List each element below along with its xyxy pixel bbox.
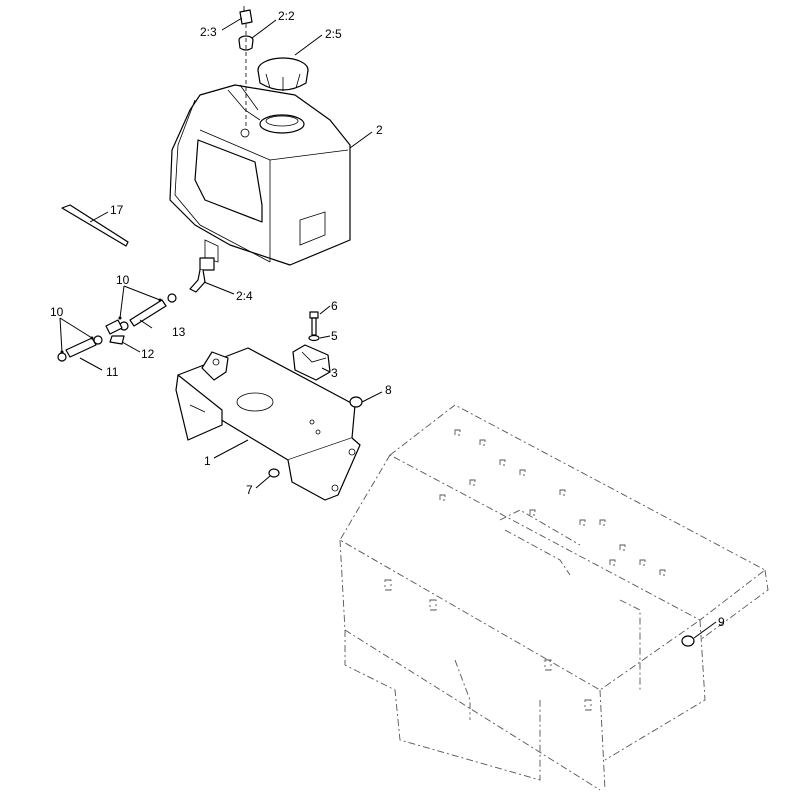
callout-11: 11 [106, 365, 119, 379]
callout-5: 5 [331, 329, 338, 343]
frame-phantom [339, 404, 769, 791]
callout-13: 13 [172, 325, 186, 339]
callout-10-lower: 10 [50, 305, 64, 319]
elbow-fitting [189, 257, 215, 293]
mount-clamp-left [201, 351, 229, 381]
callout-12: 12 [141, 347, 155, 361]
callout-9: 9 [718, 615, 725, 629]
grommet [349, 396, 363, 408]
callout-2-3: 2:3 [200, 25, 217, 39]
callout-6: 6 [331, 299, 338, 313]
washer [308, 334, 320, 342]
callout-17: 17 [110, 203, 124, 217]
tank-cap [257, 57, 309, 91]
vent-fitting [238, 6, 254, 130]
leader-lines [59, 17, 717, 639]
callout-2-2: 2:2 [278, 9, 295, 23]
callout-2-5: 2:5 [325, 27, 342, 41]
fuel-tank [169, 84, 351, 266]
callout-8: 8 [385, 383, 392, 397]
bolt [309, 311, 319, 336]
nut [268, 468, 280, 478]
callout-2: 2 [376, 123, 383, 137]
fuel-line [57, 293, 177, 362]
tank-bracket [175, 347, 361, 501]
cable-tie [61, 204, 129, 247]
callout-1: 1 [204, 454, 211, 468]
nut-9 [681, 635, 695, 647]
callout-2-4: 2:4 [236, 289, 253, 303]
callout-7: 7 [246, 483, 253, 497]
callout-3: 3 [331, 366, 338, 380]
callout-10-upper: 10 [116, 273, 130, 287]
